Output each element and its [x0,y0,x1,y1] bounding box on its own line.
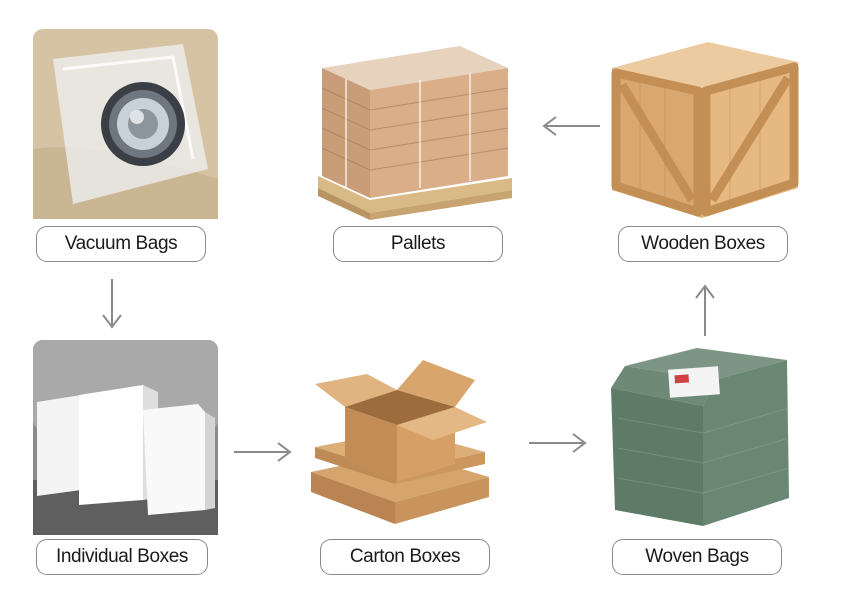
arrow-left-icon [542,116,600,136]
label-pallets: Pallets [333,226,503,262]
label-carton-boxes: Carton Boxes [320,539,490,575]
individual-boxes-photo [33,340,218,535]
wooden-box-photo [611,42,799,218]
label-individual-boxes: Individual Boxes [36,539,208,575]
label-text: Wooden Boxes [641,233,765,254]
label-text: Woven Bags [645,546,749,567]
vacuum-bag-photo [33,29,218,219]
arrow-up-icon [695,284,715,336]
arrow-down-icon [102,279,122,329]
label-vacuum-bags: Vacuum Bags [36,226,206,262]
label-text: Individual Boxes [56,546,188,567]
pallet-photo [318,46,512,220]
woven-bag-photo [611,348,790,526]
label-wooden-boxes: Wooden Boxes [618,226,788,262]
label-text: Carton Boxes [349,546,461,567]
arrow-right-icon [234,442,292,462]
label-woven-bags: Woven Bags [612,539,782,575]
arrow-right-icon [529,433,587,453]
carton-boxes-photo [311,360,489,524]
label-text: Pallets [390,233,446,254]
label-text: Vacuum Bags [64,233,178,254]
